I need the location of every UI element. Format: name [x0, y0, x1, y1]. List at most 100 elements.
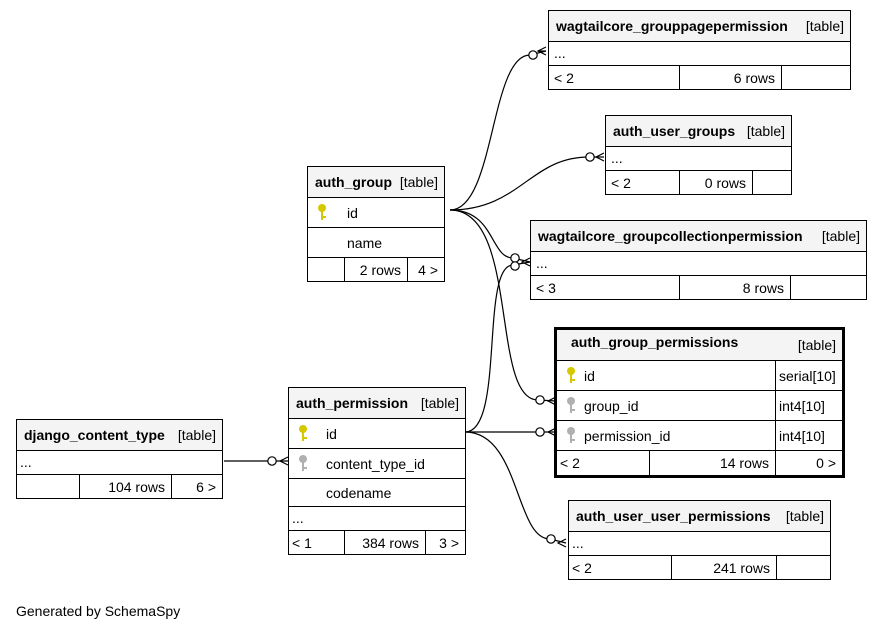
children-link[interactable]: < 2: [554, 69, 574, 86]
optional-marker: [546, 534, 556, 544]
children-link[interactable]: < 1: [292, 534, 312, 551]
primary-key-icon: [566, 367, 576, 385]
edge-auth-permission-to-groupcollectionpermission: [464, 261, 531, 433]
column-name: permission_id: [584, 427, 671, 444]
foreign-key-icon: [298, 455, 308, 473]
parents-link[interactable]: [776, 556, 830, 579]
table-name[interactable]: django_content_type: [24, 427, 165, 443]
table-header: auth_group_permissions [table]: [557, 330, 842, 360]
children-link[interactable]: < 2: [560, 455, 580, 471]
foreign-key-icon: [566, 427, 576, 445]
columns-ellipsis: ...: [289, 506, 465, 530]
row-count: 14 rows: [649, 451, 775, 475]
row-count: 2 rows: [344, 258, 407, 281]
table-auth-group[interactable]: auth_group [table] id name 2 rows 4 >: [307, 166, 445, 282]
table-name[interactable]: wagtailcore_groupcollectionpermission: [538, 228, 803, 244]
table-kind-label: [table]: [746, 123, 785, 139]
table-stats: 2 rows 4 >: [308, 257, 444, 281]
table-name[interactable]: auth_permission: [296, 395, 409, 411]
parents-link[interactable]: 0 >: [775, 451, 842, 475]
column-name: id: [584, 367, 595, 384]
column-row[interactable]: id: [308, 197, 444, 227]
table-name[interactable]: auth_user_groups: [613, 123, 736, 139]
parents-link[interactable]: [781, 66, 850, 89]
ellipsis: ...: [554, 45, 566, 61]
optional-marker: [528, 50, 538, 60]
edge-auth-group-to-user-groups: [449, 156, 604, 211]
column-row[interactable]: name: [308, 227, 444, 257]
columns-ellipsis: ...: [569, 531, 830, 555]
parents-link[interactable]: [752, 171, 791, 194]
column-type: serial[10]: [775, 361, 842, 390]
table-auth-group-permissions[interactable]: auth_group_permissions [table] id serial…: [554, 327, 845, 478]
table-wagtailcore-grouppagepermission[interactable]: wagtailcore_grouppagepermission [table] …: [548, 10, 851, 90]
table-name[interactable]: auth_user_user_permissions: [576, 508, 771, 524]
children-link[interactable]: < 2: [572, 559, 592, 576]
row-count: 384 rows: [344, 531, 425, 554]
column-name: group_id: [584, 397, 639, 414]
optional-marker: [267, 456, 277, 466]
table-stats: < 2 14 rows 0 >: [557, 450, 842, 475]
table-django-content-type[interactable]: django_content_type [table] ... 104 rows…: [16, 419, 223, 499]
parents-link[interactable]: 3 >: [425, 531, 465, 554]
table-header: auth_group [table]: [308, 167, 444, 197]
ellipsis: ...: [611, 150, 623, 166]
table-header: auth_user_groups [table]: [606, 116, 791, 146]
table-name[interactable]: wagtailcore_grouppagepermission: [556, 18, 788, 34]
columns-ellipsis: ...: [549, 41, 850, 65]
generated-by-footer: Generated by SchemaSpy: [16, 603, 181, 619]
ellipsis: ...: [572, 535, 584, 551]
children-link[interactable]: [17, 475, 79, 498]
primary-key-icon: [298, 425, 308, 443]
parents-link[interactable]: 4 >: [407, 258, 444, 281]
table-auth-user-user-permissions[interactable]: auth_user_user_permissions [table] ... <…: [568, 500, 831, 580]
children-link[interactable]: < 3: [536, 279, 556, 296]
row-count: 6 rows: [679, 66, 781, 89]
edge-auth-permission-to-user-user-permissions: [464, 431, 567, 544]
table-kind-label: [table]: [399, 174, 438, 190]
column-row[interactable]: permission_id int4[10]: [557, 420, 842, 450]
table-auth-user-groups[interactable]: auth_user_groups [table] ... < 2 0 rows: [605, 115, 792, 195]
column-type: int4[10]: [775, 391, 842, 420]
parents-link[interactable]: [790, 276, 866, 299]
column-name: id: [347, 204, 358, 221]
table-header: auth_user_user_permissions [table]: [569, 501, 830, 531]
table-kind-label: [table]: [177, 427, 216, 443]
table-stats: < 3 8 rows: [531, 275, 866, 299]
parents-link[interactable]: 6 >: [171, 475, 222, 498]
table-wagtailcore-groupcollectionpermission[interactable]: wagtailcore_groupcollectionpermission [t…: [530, 220, 867, 300]
row-count: 241 rows: [671, 556, 776, 579]
table-stats: 104 rows 6 >: [17, 474, 222, 498]
optional-marker: [535, 427, 545, 437]
table-name[interactable]: auth_group_permissions: [571, 334, 739, 350]
table-stats: < 2 6 rows: [549, 65, 850, 89]
ellipsis: ...: [292, 510, 304, 526]
optional-marker: [510, 253, 520, 263]
table-stats: < 2 0 rows: [606, 170, 791, 194]
table-auth-permission[interactable]: auth_permission [table] id content_type_…: [288, 387, 466, 555]
column-name: content_type_id: [326, 455, 425, 472]
table-name[interactable]: auth_group: [315, 174, 392, 190]
table-kind-label: [table]: [821, 228, 860, 244]
table-kind-label: [table]: [805, 18, 844, 34]
table-header: auth_permission [table]: [289, 388, 465, 418]
column-row[interactable]: group_id int4[10]: [557, 390, 842, 420]
children-link[interactable]: < 2: [611, 174, 631, 191]
table-kind-label: [table]: [420, 395, 459, 411]
column-row[interactable]: codename: [289, 478, 465, 506]
row-count: 8 rows: [679, 276, 790, 299]
table-kind-label: [table]: [785, 508, 824, 524]
columns-ellipsis: ...: [606, 146, 791, 170]
column-row[interactable]: id serial[10]: [557, 360, 842, 390]
table-header: wagtailcore_groupcollectionpermission [t…: [531, 221, 866, 251]
ellipsis: ...: [536, 255, 548, 271]
table-stats: < 2 241 rows: [569, 555, 830, 579]
children-link[interactable]: [308, 258, 344, 281]
column-row[interactable]: content_type_id: [289, 448, 465, 478]
table-stats: < 1 384 rows 3 >: [289, 530, 465, 554]
columns-ellipsis: ...: [531, 251, 866, 275]
column-row[interactable]: id: [289, 418, 465, 448]
edge-auth-group-to-group-permissions: [449, 209, 557, 402]
row-count: 0 rows: [679, 171, 752, 194]
